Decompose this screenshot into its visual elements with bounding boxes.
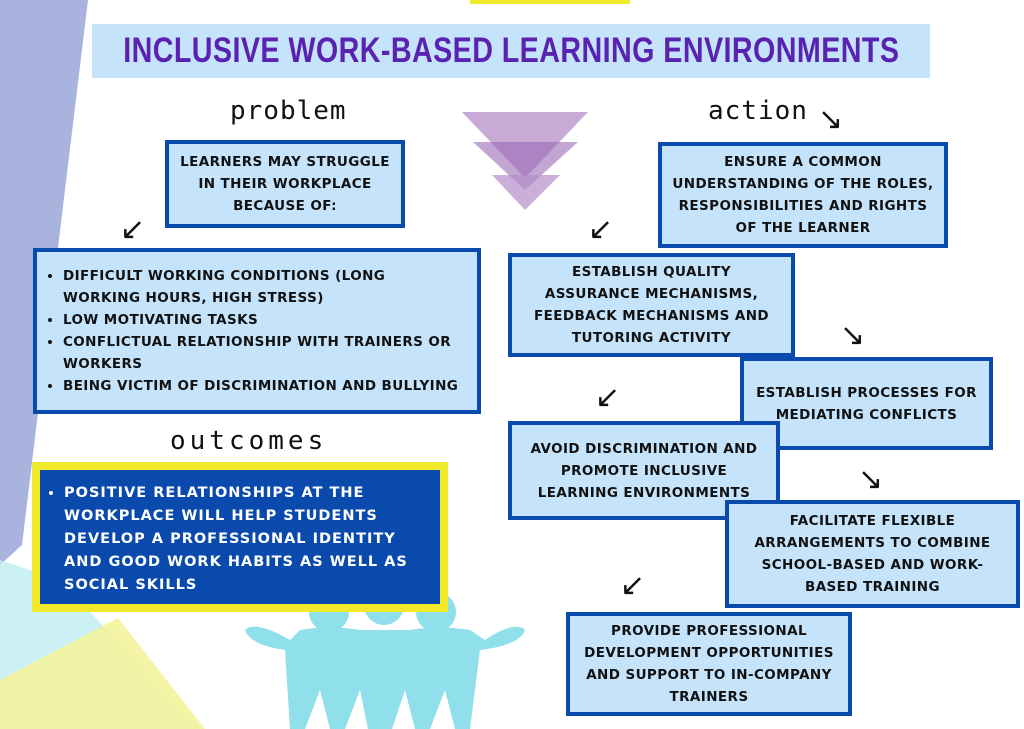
action-text: AVOID DISCRIMINATION AND PROMOTE INCLUSI… bbox=[530, 440, 758, 501]
action-text: ESTABLISH PROCESSES FOR MEDIATING CONFLI… bbox=[756, 384, 977, 423]
triangle-icon bbox=[473, 142, 578, 190]
cause-item: DIFFICULT WORKING CONDITIONS (LONG WORKI… bbox=[63, 265, 467, 309]
cause-item: BEING VICTIM OF DISCRIMINATION AND BULLY… bbox=[63, 375, 467, 397]
curved-arrow-icon: ↙ bbox=[595, 380, 621, 415]
action-text: FACILITATE FLEXIBLE ARRANGEMENTS TO COMB… bbox=[754, 513, 991, 595]
curved-arrow-icon: ↙ bbox=[588, 212, 614, 247]
outcome-item: POSITIVE RELATIONSHIPS AT THE WORKPLACE … bbox=[64, 482, 430, 597]
title-banner: INCLUSIVE WORK-BASED LEARNING ENVIRONMEN… bbox=[92, 24, 930, 78]
action-text: PROVIDE PROFESSIONAL DEVELOPMENT OPPORTU… bbox=[584, 623, 834, 705]
action-text: ESTABLISH QUALITY ASSURANCE MECHANISMS, … bbox=[533, 264, 770, 346]
action-label: action bbox=[708, 96, 808, 126]
action-box-5: FACILITATE FLEXIBLE ARRANGEMENTS TO COMB… bbox=[725, 500, 1020, 608]
curved-arrow-icon: ↙ bbox=[120, 212, 146, 247]
action-box-6: PROVIDE PROFESSIONAL DEVELOPMENT OPPORTU… bbox=[566, 612, 852, 716]
problem-intro-text: LEARNERS MAY STRUGGLE IN THEIR WORKPLACE… bbox=[180, 154, 390, 214]
outcome-box: POSITIVE RELATIONSHIPS AT THE WORKPLACE … bbox=[40, 470, 440, 604]
action-box-1: ENSURE A COMMON UNDERSTANDING OF THE ROL… bbox=[658, 142, 948, 248]
page-title: INCLUSIVE WORK-BASED LEARNING ENVIRONMEN… bbox=[122, 31, 900, 70]
cause-item: LOW MOTIVATING TASKS bbox=[63, 309, 467, 331]
curved-arrow-icon: ↘ bbox=[818, 102, 844, 137]
action-text: ENSURE A COMMON UNDERSTANDING OF THE ROL… bbox=[672, 154, 934, 236]
cause-item: CONFLICTUAL RELATIONSHIP WITH TRAINERS O… bbox=[63, 331, 467, 375]
curved-arrow-icon: ↘ bbox=[840, 318, 866, 353]
top-yellow-decoration bbox=[470, 0, 630, 4]
action-box-3: ESTABLISH PROCESSES FOR MEDIATING CONFLI… bbox=[740, 357, 993, 450]
yellow-shape-decoration bbox=[0, 618, 205, 729]
action-box-2: ESTABLISH QUALITY ASSURANCE MECHANISMS, … bbox=[508, 253, 795, 357]
curved-arrow-icon: ↘ bbox=[858, 462, 884, 497]
triangle-icon bbox=[492, 175, 560, 210]
outcomes-label: outcomes bbox=[170, 426, 328, 456]
curved-arrow-icon: ↙ bbox=[620, 568, 646, 603]
problem-causes-box: DIFFICULT WORKING CONDITIONS (LONG WORKI… bbox=[33, 248, 481, 414]
problem-label: problem bbox=[230, 96, 347, 126]
problem-intro-box: LEARNERS MAY STRUGGLE IN THEIR WORKPLACE… bbox=[165, 140, 405, 228]
